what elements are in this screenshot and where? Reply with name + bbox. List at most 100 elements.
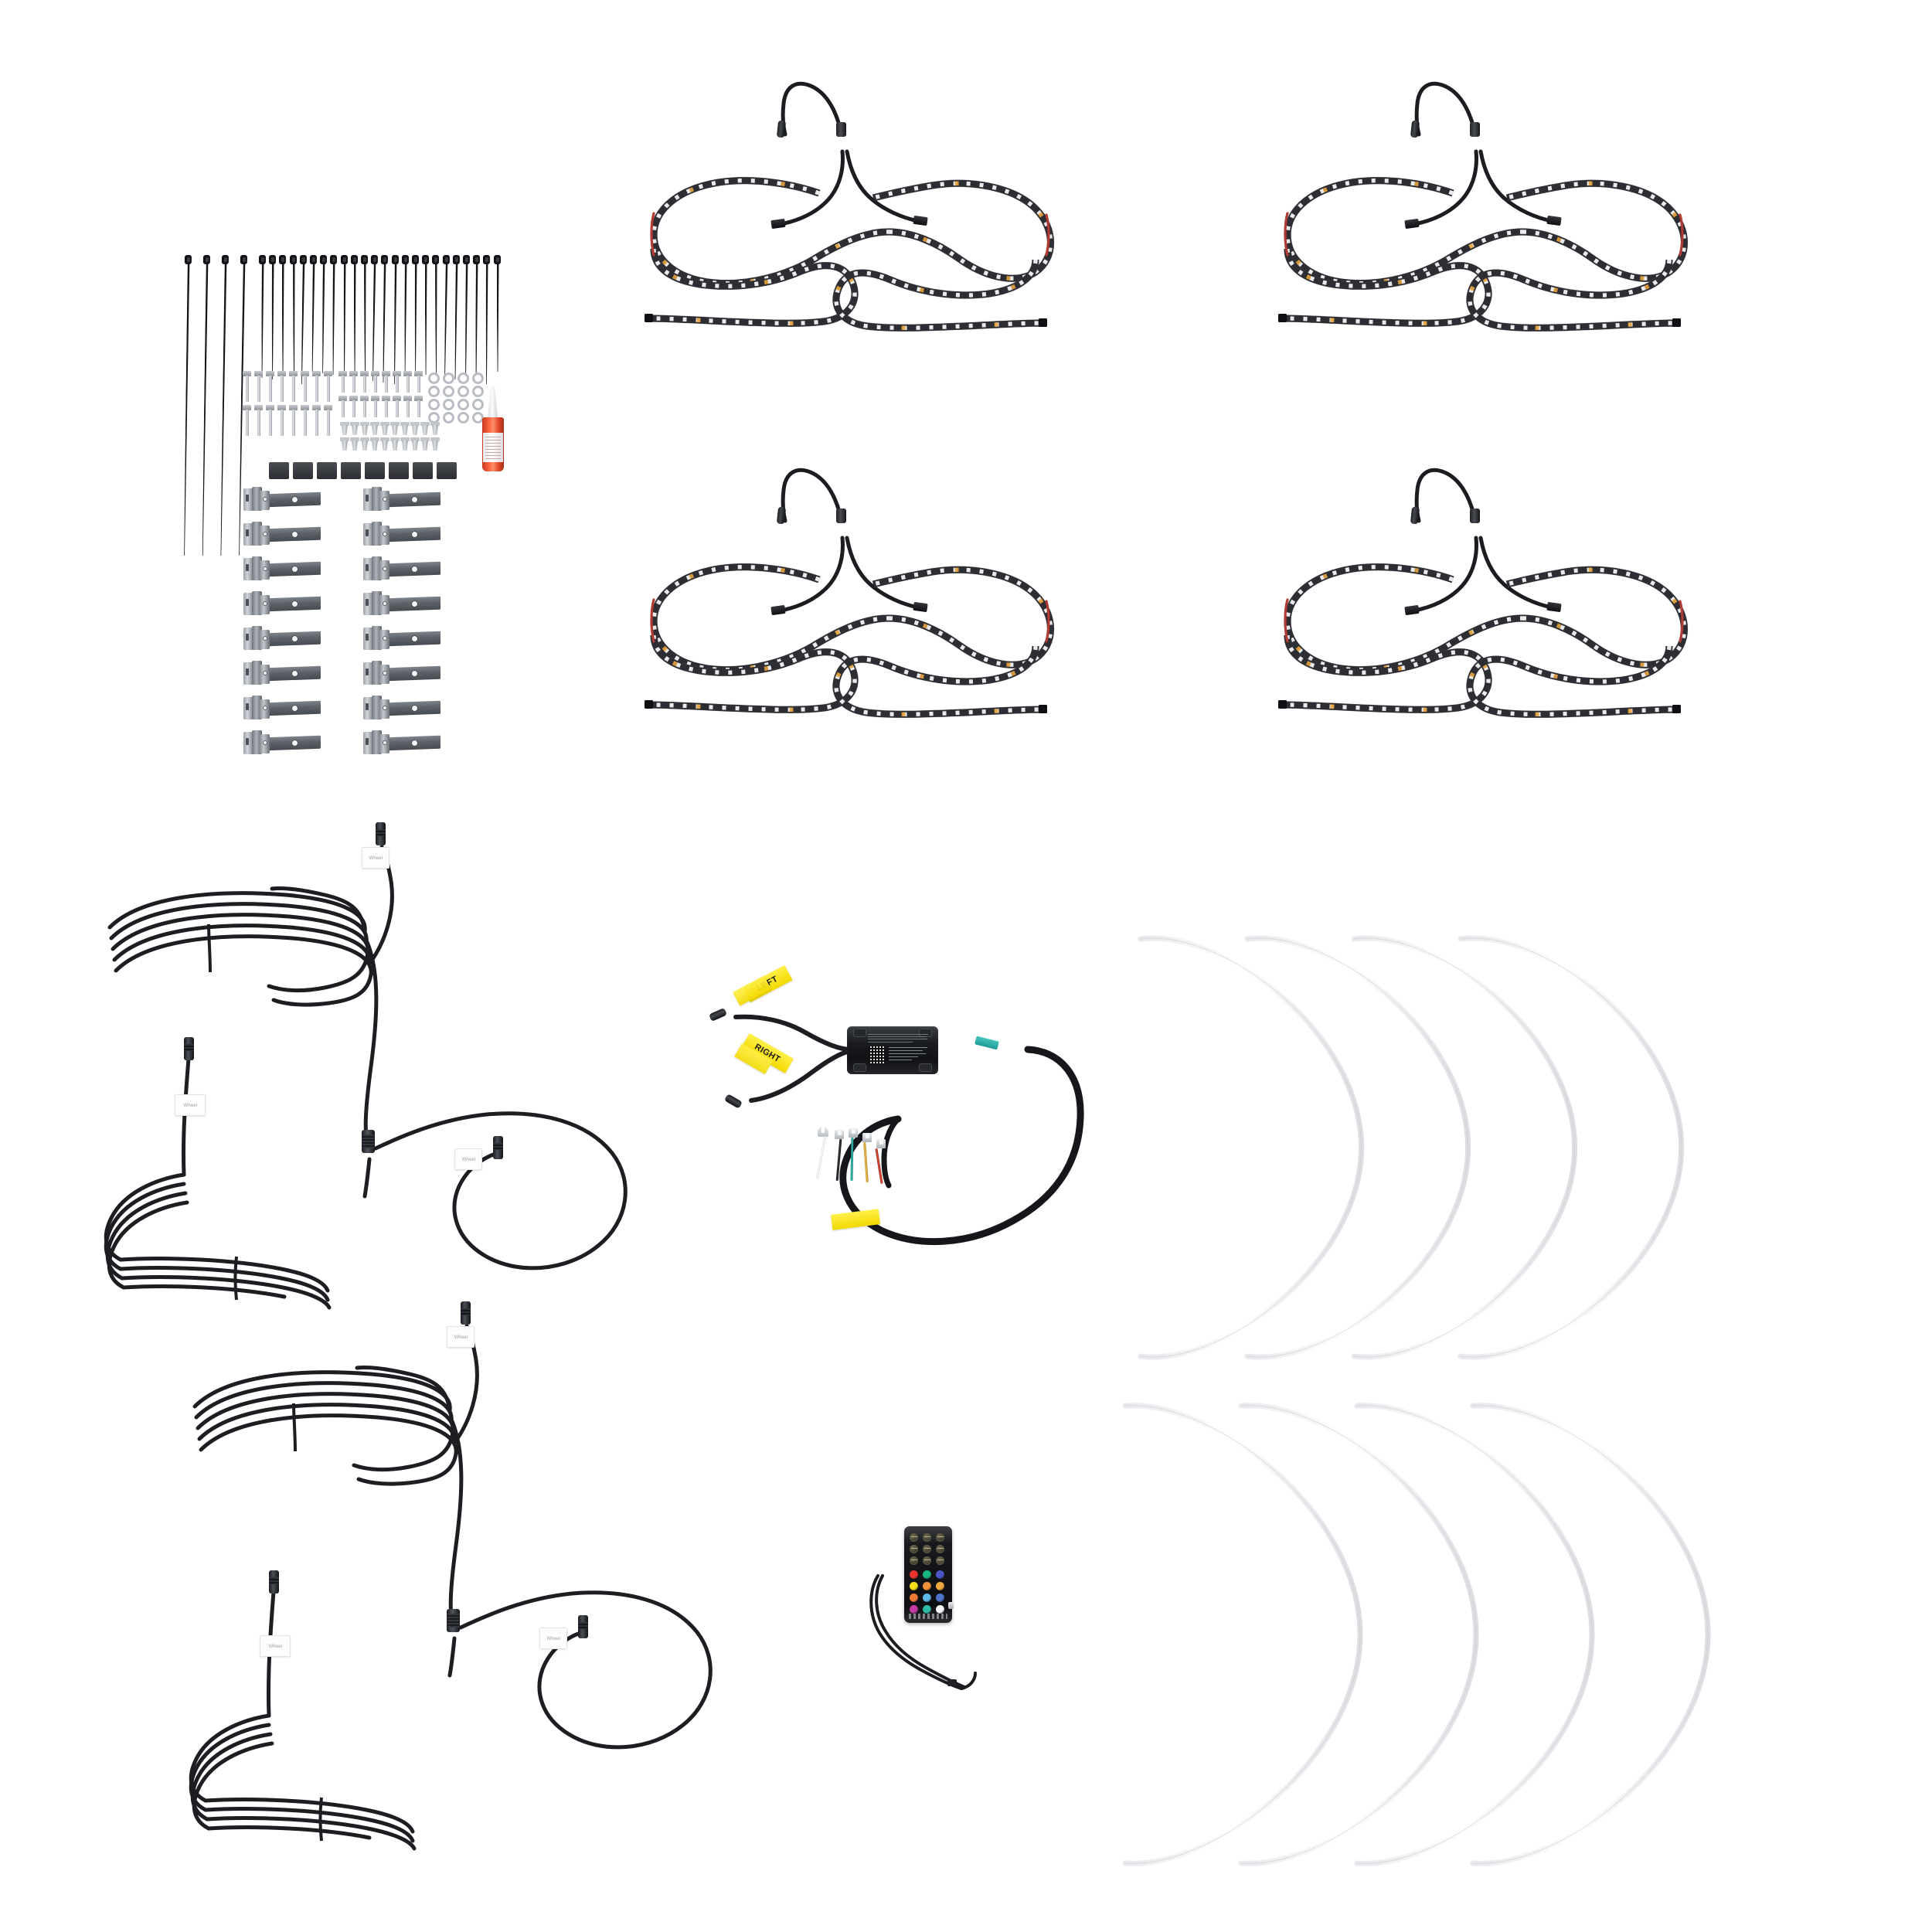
remote-fn-glyph — [937, 1536, 944, 1537]
mounting-bracket — [363, 730, 440, 757]
halo-ring — [1107, 1403, 1377, 1866]
flat-washer — [457, 399, 469, 410]
remote-color-button[interactable] — [923, 1605, 931, 1614]
remote-control-assembly[interactable] — [866, 1526, 1012, 1704]
bottle-label — [483, 433, 503, 462]
bracket-hole — [291, 670, 298, 677]
long-screw — [243, 405, 251, 437]
screw-head — [254, 371, 263, 376]
bracket-clip — [243, 696, 270, 721]
led-strip-assembly — [1267, 464, 1700, 719]
remote-color-button[interactable] — [923, 1582, 931, 1590]
long-screw — [312, 371, 321, 403]
remote-fn-bright-[interactable] — [923, 1545, 931, 1553]
remote-fn-speed+[interactable] — [936, 1545, 944, 1553]
bracket-clip-hole — [263, 532, 267, 536]
bracket-clip-hole — [383, 532, 387, 536]
controller-assembly: LEFT RIGHT — [696, 958, 1097, 1391]
foam-pad — [293, 462, 313, 479]
short-screw — [382, 371, 390, 393]
bracket-clip-face-2 — [372, 556, 382, 580]
screw-shaft — [303, 410, 307, 436]
remote-color-button[interactable] — [923, 1594, 931, 1602]
screw-head — [301, 371, 309, 376]
bracket-slot — [366, 703, 369, 710]
extension-harness-lower-tail: Wheel — [178, 1561, 518, 1870]
long-screw — [243, 371, 251, 403]
screw-shaft — [373, 376, 377, 393]
remote-color-button[interactable] — [936, 1605, 944, 1614]
bracket-clip — [363, 661, 389, 686]
remote-color-button[interactable] — [923, 1570, 931, 1579]
screw-shaft — [352, 376, 355, 393]
bracket-clip-hole — [383, 740, 387, 745]
remote-keypad[interactable] — [910, 1533, 947, 1614]
foam-pad — [317, 462, 337, 479]
screw-head — [371, 396, 379, 401]
remote-color-button[interactable] — [910, 1570, 918, 1579]
flat-washer — [428, 386, 440, 397]
expansion-nut — [350, 422, 359, 435]
long-screw — [324, 371, 332, 403]
harness-connector-end-top — [184, 1037, 194, 1060]
screw-head — [360, 371, 369, 376]
red-wire — [875, 1148, 883, 1184]
screw-head — [393, 371, 401, 376]
screw-shaft — [395, 376, 399, 393]
harness-label-end-top: Wheel — [175, 1094, 206, 1116]
bracket-clip — [243, 522, 270, 547]
screw-head — [277, 405, 286, 410]
remote-fn-on[interactable] — [910, 1533, 918, 1542]
remote-color-button[interactable] — [910, 1582, 918, 1590]
remote-color-button[interactable] — [936, 1570, 944, 1579]
led-strip-assembly — [634, 77, 1066, 332]
remote-color-button[interactable] — [910, 1594, 918, 1602]
screw-head — [349, 371, 358, 376]
screw-head — [414, 371, 423, 376]
remote-brand-strip — [909, 1614, 947, 1619]
short-screw — [349, 371, 358, 393]
short-screw — [338, 396, 347, 418]
screw-shaft — [257, 410, 260, 436]
remote-color-button[interactable] — [936, 1594, 944, 1602]
foam-pad — [413, 462, 433, 479]
qr-code-icon — [869, 1046, 886, 1063]
halo-ring — [1454, 1403, 1725, 1866]
bracket-clip-hole — [383, 671, 387, 675]
bracket-slot — [366, 668, 369, 675]
mount-ear-tl — [853, 1029, 866, 1037]
bracket-clip — [363, 730, 389, 756]
screw-head — [360, 396, 369, 401]
remote-fn-glyph — [910, 1548, 917, 1549]
expansion-nut — [420, 422, 430, 435]
remote-color-button[interactable] — [936, 1582, 944, 1590]
remote-color-button[interactable] — [910, 1605, 918, 1614]
mounting-bracket — [243, 696, 321, 722]
bracket-clip-face-2 — [252, 696, 262, 719]
remote-fn-auto[interactable] — [923, 1556, 931, 1565]
bracket-clip-hole — [263, 566, 267, 571]
screw-head — [243, 371, 251, 376]
short-screw — [349, 396, 358, 418]
remote-fn-off[interactable] — [923, 1533, 931, 1542]
expansion-nut — [340, 422, 349, 435]
expansion-nut — [360, 437, 369, 451]
screw-head — [254, 405, 263, 410]
screw-shaft — [315, 376, 318, 402]
bracket-slot — [366, 634, 369, 641]
bracket-hole — [291, 740, 298, 747]
remote-fn-bright+[interactable] — [910, 1545, 918, 1553]
bracket-clip — [363, 591, 389, 617]
screw-shaft — [362, 376, 366, 393]
expansion-nut — [410, 422, 420, 435]
remote-fn-music[interactable] — [936, 1556, 944, 1565]
long-screw — [277, 371, 286, 403]
bracket-hole — [411, 600, 418, 607]
black-wire — [835, 1138, 842, 1182]
remote-fn-speed-[interactable] — [910, 1556, 918, 1565]
bracket-clip-face-2 — [372, 487, 382, 511]
remote-fn-mode[interactable] — [936, 1533, 944, 1542]
harness-label-bottom: Wheel — [447, 1326, 474, 1348]
ir-remote[interactable] — [904, 1526, 954, 1623]
foam-pad — [341, 462, 361, 479]
